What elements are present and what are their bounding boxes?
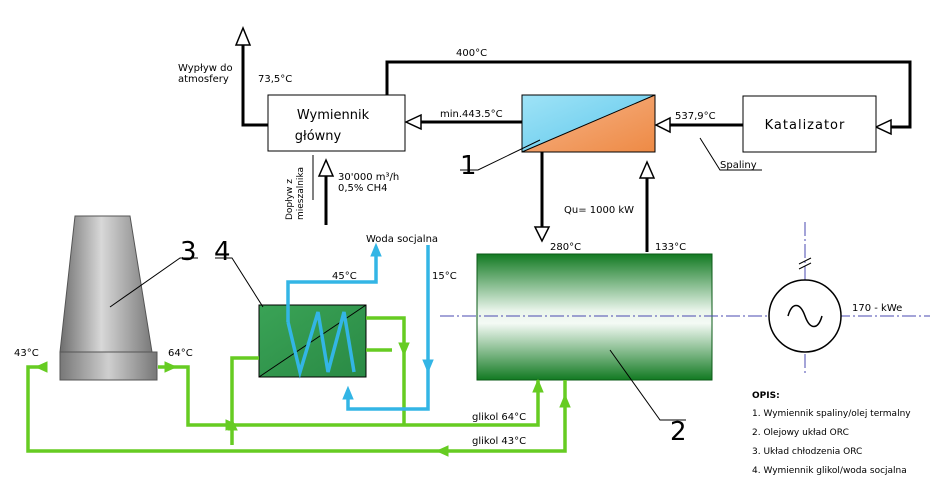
- spaliny-label: Spaliny: [720, 160, 757, 171]
- power-label: 170 - kWe: [852, 303, 902, 314]
- glycol-arrows: [34, 342, 571, 457]
- temp-45-label: 45°C: [332, 271, 357, 282]
- temp-400-label: 400°C: [456, 48, 487, 59]
- outflow-label-1: Wypływ do: [178, 63, 233, 74]
- flow-rate-label: 30'000 m³/h: [338, 172, 399, 183]
- exhaust-lines: [241, 45, 912, 252]
- main-exchanger-box: Wymiennik główny: [267, 94, 406, 152]
- legend: OPIS: 1. Wymiennik spaliny/olej termalny…: [752, 391, 911, 476]
- ch4-label: 0,5% CH4: [338, 183, 387, 194]
- legend-item: 3. Układ chłodzenia ORC: [752, 447, 862, 457]
- number-2: 2: [670, 417, 687, 447]
- min-443-label: min.443.5°C: [440, 109, 503, 120]
- number-3: 3: [180, 237, 197, 267]
- number-4: 4: [214, 237, 231, 267]
- outflow-label-2: atmosfery: [178, 74, 229, 85]
- glycol-lines: [26, 316, 567, 453]
- legend-item: 4. Wymiennik glikol/woda socjalna: [752, 466, 907, 476]
- legend-item: 1. Wymiennik spaliny/olej termalny: [752, 409, 911, 419]
- temp-280-label: 280°C: [550, 242, 581, 253]
- cooling-tower: [59, 215, 158, 381]
- generator-symbol: [768, 257, 842, 353]
- inflow-label-1: Dopływ z: [285, 179, 295, 220]
- glikol-43-label: glikol 43°C: [472, 436, 526, 447]
- catalyst-label: Katalizator: [765, 118, 846, 133]
- temp-43-label: 43°C: [14, 348, 39, 359]
- catalyst-box: Katalizator: [742, 95, 877, 153]
- main-exchanger-label-2: główny: [295, 129, 342, 144]
- orc-unit: [476, 253, 713, 381]
- temp-73-label: 73,5°C: [258, 74, 292, 85]
- main-exchanger-label-1: Wymiennik: [297, 108, 370, 123]
- leader-lines: [109, 137, 762, 421]
- inflow-label-2: mieszalnika: [296, 167, 306, 220]
- number-1: 1: [460, 151, 477, 181]
- glikol-64-label: glikol 64°C: [472, 412, 526, 423]
- temp-64-label: 64°C: [168, 348, 193, 359]
- legend-item: 2. Olejowy układ ORC: [752, 428, 849, 438]
- temp-537-label: 537,9°C: [675, 111, 716, 122]
- heat-exchanger-1: [521, 94, 656, 153]
- legend-title: OPIS:: [752, 391, 780, 401]
- temp-133-label: 133°C: [655, 242, 686, 253]
- arrow-heads: [234, 26, 892, 243]
- temp-15-label: 15°C: [432, 271, 457, 282]
- water-arrows: [342, 242, 434, 400]
- woda-label: Woda socjalna: [366, 234, 438, 245]
- qu-label: Qu= 1000 kW: [564, 205, 634, 216]
